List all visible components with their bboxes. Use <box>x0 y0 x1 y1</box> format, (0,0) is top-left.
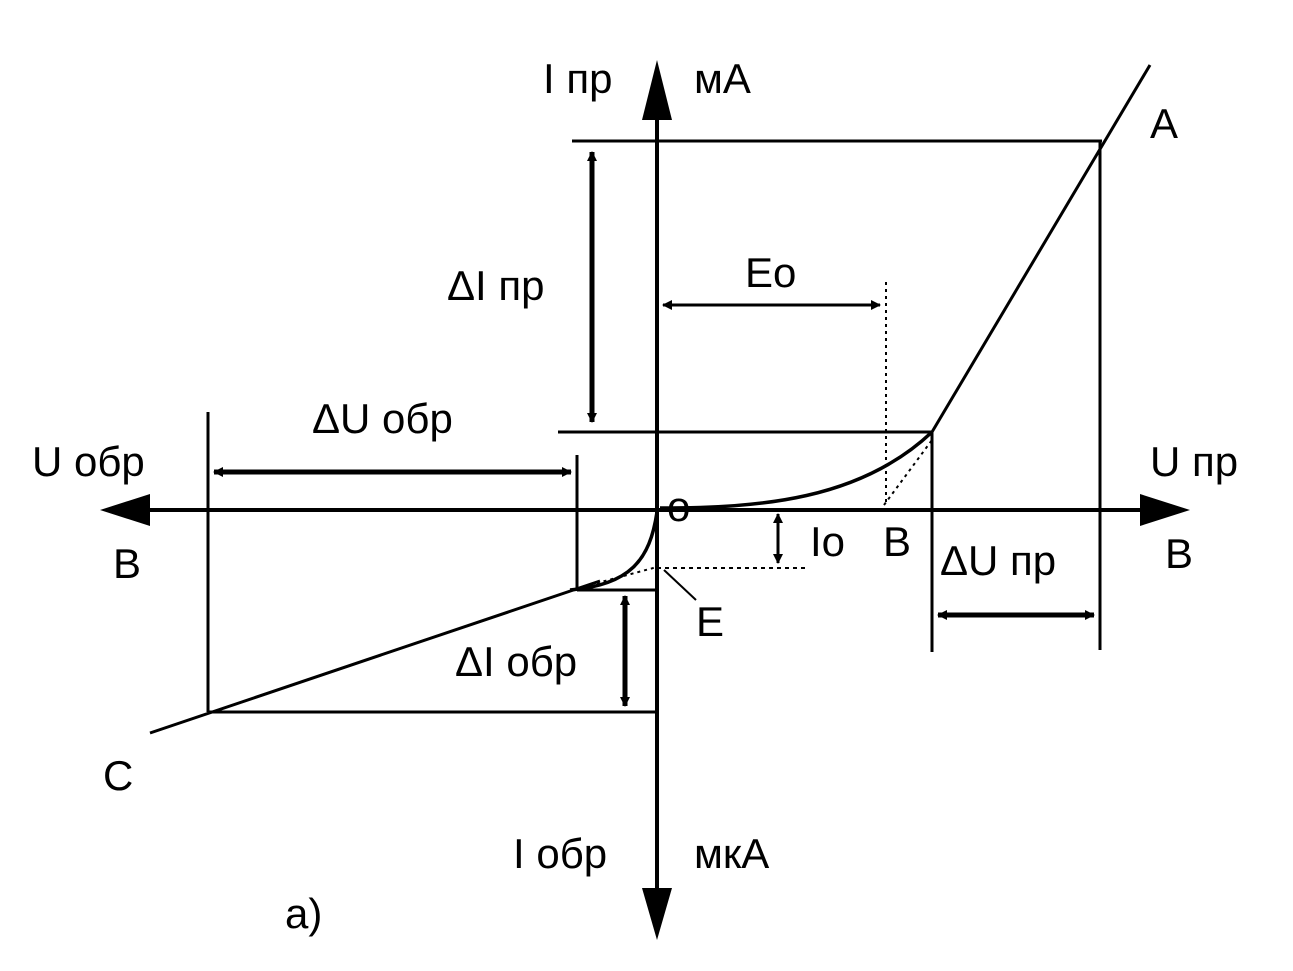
reverse-linear-segment <box>149 579 601 735</box>
x-axis-arrow-left <box>100 494 150 526</box>
axes <box>100 60 1190 940</box>
i0-label: Io <box>810 518 845 565</box>
y-negative-label: I обр <box>513 830 607 877</box>
point-b-label: B <box>883 518 911 565</box>
delta-u-reverse-label: ΔU обр <box>312 395 453 442</box>
forward-linear-segment <box>930 64 1152 433</box>
point-a-label: A <box>1150 100 1178 147</box>
reverse-tangent-dotted <box>589 566 658 586</box>
y-axis-arrow-up <box>642 60 672 120</box>
point-e-label: E <box>696 598 724 645</box>
figure-caption: а) <box>285 890 322 937</box>
reverse-knee-curve <box>569 511 659 592</box>
x-axis-arrow-right <box>1140 494 1190 526</box>
forward-characteristic <box>659 64 1152 510</box>
point-c-label: C <box>103 752 133 799</box>
labels: I пр мА I обр мкА U пр В U обр В о A B C… <box>32 55 1238 937</box>
vertical-reference-lines <box>206 141 1102 712</box>
y-positive-unit: мА <box>694 55 751 102</box>
x-negative-label: U обр <box>32 438 145 485</box>
x-negative-unit: В <box>113 540 141 587</box>
reverse-characteristic <box>149 511 659 735</box>
y-negative-unit: мкА <box>694 830 769 877</box>
reference-lines <box>208 139 1102 714</box>
e-leader-line <box>663 569 697 601</box>
delta-i-forward-label: ΔI пр <box>447 262 545 309</box>
x-positive-unit: В <box>1165 530 1193 577</box>
forward-curve <box>659 430 934 510</box>
delta-u-forward-label: ΔU пр <box>940 537 1056 584</box>
x-positive-label: U пр <box>1150 438 1238 485</box>
dimension-arrows <box>213 151 1095 707</box>
origin-label: о <box>667 483 690 530</box>
delta-i-reverse-label: ΔI обр <box>455 638 577 685</box>
y-axis-arrow-down <box>642 888 672 940</box>
y-positive-label: I пр <box>543 55 612 102</box>
e0-label: Eо <box>745 249 796 296</box>
